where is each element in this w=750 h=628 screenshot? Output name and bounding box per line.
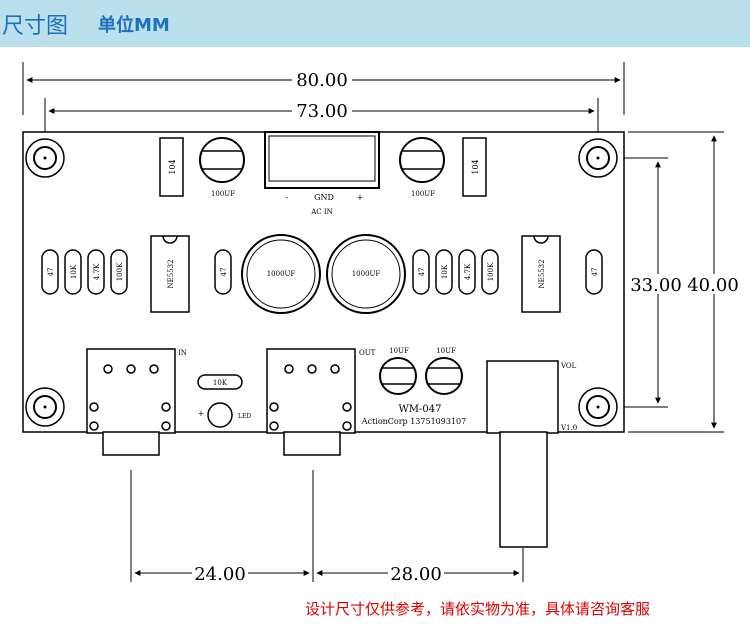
header-bar: 尺寸图 单位MM <box>0 0 750 47</box>
svg-text:-: - <box>286 193 289 202</box>
resistor-47-far-right: 47 <box>585 249 603 295</box>
svg-text:47: 47 <box>220 268 228 277</box>
svg-text:V1.0: V1.0 <box>560 424 577 432</box>
ic-ne5532-left: NE5532 <box>150 235 190 313</box>
board-maker-label: ActionCorp 13751093107 <box>361 417 466 426</box>
svg-text:LED: LED <box>238 413 251 420</box>
svg-text:GND: GND <box>314 193 334 202</box>
svg-text:AC IN: AC IN <box>310 208 333 216</box>
mounting-hole-bottom-left <box>25 387 65 427</box>
resistor-100k-left: 100K <box>110 249 128 295</box>
svg-text:47: 47 <box>418 268 426 277</box>
svg-text:4.7K: 4.7K <box>93 263 101 280</box>
dimension-33: 33.00 <box>612 157 685 408</box>
resistor-47k-right: 4.7K <box>458 249 476 295</box>
svg-text:1000UF: 1000UF <box>352 270 381 278</box>
capacitor-10uf-right: 10UF <box>425 347 463 395</box>
disclaimer-note: 设计尺寸仅供参考，请依实物为准，具体请咨询客服 <box>305 600 651 618</box>
unit-label: 单位MM <box>98 15 170 36</box>
capacitor-104-left: 104 <box>159 137 184 197</box>
dimension-73-label: 73.00 <box>296 101 348 122</box>
mounting-hole-top-left <box>25 138 65 178</box>
svg-text:10K: 10K <box>70 264 78 279</box>
svg-text:100K: 100K <box>487 262 495 281</box>
dimension-73: 73.00 <box>44 98 599 140</box>
capacitor-1000uf-left: 1000UF <box>241 234 321 314</box>
capacitor-104-right: 104 <box>462 137 487 197</box>
dimension-40-label: 40.00 <box>687 275 739 296</box>
svg-text:10K: 10K <box>213 379 228 387</box>
svg-text:4.7K: 4.7K <box>464 263 472 280</box>
led-indicator: + LED <box>198 402 251 428</box>
dimension-80: 80.00 <box>22 62 625 115</box>
ic-ne5532-right: NE5532 <box>521 235 561 313</box>
svg-text:47: 47 <box>47 268 55 277</box>
svg-text:104: 104 <box>168 159 177 174</box>
ac-in-terminal: - GND + AC IN <box>264 131 380 216</box>
output-jack: OUT <box>266 348 376 456</box>
dimension-24: 24.00 <box>130 470 314 585</box>
dimension-24-label: 24.00 <box>194 564 246 585</box>
svg-text:IN: IN <box>178 349 187 357</box>
resistor-10k-left: 10K <box>64 249 82 295</box>
resistor-10k-horizontal: 10K <box>197 374 243 390</box>
capacitor-100uf-right: 100UF <box>399 137 445 198</box>
svg-text:NE5532: NE5532 <box>167 259 175 288</box>
page-title: 尺寸图 <box>2 14 69 39</box>
volume-potentiometer: VOL V1.0 <box>486 360 577 548</box>
dimension-28-label: 28.00 <box>390 564 442 585</box>
svg-text:10UF: 10UF <box>436 347 456 355</box>
capacitor-100uf-left: 100UF <box>199 137 245 198</box>
svg-text:VOL: VOL <box>560 362 577 370</box>
mounting-hole-bottom-right <box>578 387 618 427</box>
svg-text:47: 47 <box>591 268 599 277</box>
svg-text:100UF: 100UF <box>211 190 235 198</box>
resistor-47k-left: 4.7K <box>87 249 105 295</box>
capacitor-10uf-left: 10UF <box>379 347 417 395</box>
resistor-47-right-a: 47 <box>412 249 430 295</box>
svg-text:10K: 10K <box>441 264 449 279</box>
svg-text:10UF: 10UF <box>389 347 409 355</box>
svg-text:100UF: 100UF <box>411 190 435 198</box>
svg-text:+: + <box>198 409 205 418</box>
svg-text:1000UF: 1000UF <box>267 270 296 278</box>
svg-text:100K: 100K <box>116 262 124 281</box>
resistor-47-center-left: 47 <box>214 249 232 295</box>
board-model-label: WM-047 <box>399 404 442 415</box>
svg-text:NE5532: NE5532 <box>538 259 546 288</box>
dimension-40: 40.00 <box>628 131 742 433</box>
resistor-100k-right: 100K <box>481 249 499 295</box>
capacitor-1000uf-right: 1000UF <box>326 234 406 314</box>
svg-text:104: 104 <box>471 159 480 174</box>
dimension-33-label: 33.00 <box>630 275 682 296</box>
svg-text:+: + <box>357 193 364 202</box>
resistor-47-left-a: 47 <box>41 249 59 295</box>
svg-text:OUT: OUT <box>359 349 376 357</box>
dimension-80-label: 80.00 <box>296 70 348 91</box>
mounting-hole-top-right <box>578 138 618 178</box>
resistor-10k-right: 10K <box>435 249 453 295</box>
input-jack: IN <box>86 348 187 456</box>
dimension-28: 28.00 <box>316 548 524 585</box>
